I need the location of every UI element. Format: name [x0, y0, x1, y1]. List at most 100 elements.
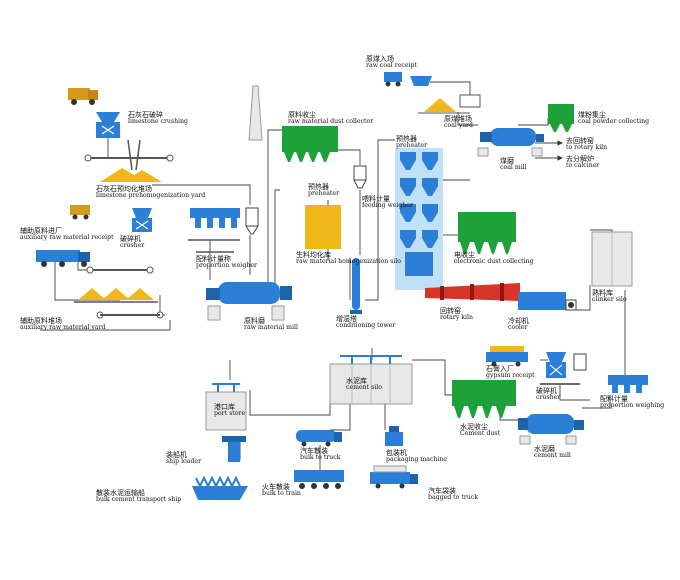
label-preheater-small: 预热器 preheater — [308, 183, 339, 198]
label-preheater-small-zh: 预热器 — [308, 183, 329, 191]
label-cooler-en: cooler — [508, 324, 528, 332]
label-bulk-ship-zh: 散装水泥运输船 — [96, 489, 145, 497]
label-ship-loader-zh: 装船机 — [166, 451, 187, 459]
label-coal-yard-zh: 原煤堆场 — [444, 115, 472, 123]
label-coal-powder-zh: 煤粉集尘 — [578, 111, 606, 119]
label-feeding-weigher-en: feeding weigher — [362, 202, 413, 210]
gypsum-conveyor — [540, 353, 587, 385]
label-cement-mill: 水泥磨 cement mill — [534, 445, 571, 460]
label-limestone-yard-zh: 石灰石预均化堆场 — [96, 185, 152, 193]
aux-conveyor — [86, 266, 154, 274]
label-raw-mill-en: raw material mill — [244, 324, 298, 332]
label-esp-en: electronic dust collecting — [454, 258, 534, 266]
limestone-pile — [100, 168, 162, 182]
label-cement-silo-en: cement silo — [346, 384, 382, 392]
packaging-machine — [385, 426, 403, 446]
label-coal-powder: 煤粉集尘 coal powder collecting — [578, 111, 650, 126]
label-bagged-truck-en: bagged to truck — [428, 494, 478, 502]
label-raw-mill: 原料磨 raw material mill — [244, 317, 298, 332]
label-raw-dust: 原料收尘 raw material dust collector — [288, 111, 374, 126]
cement-silo — [329, 355, 413, 405]
label-proportion-weigher-en: proportion weigher — [196, 262, 257, 270]
label-proportion-weigher: 配料计量称 proportion weigher — [196, 255, 257, 270]
limestone-crusher — [96, 112, 120, 138]
rotary-kiln — [425, 283, 520, 301]
label-raw-coal: 原煤入场 raw coal receipt — [366, 55, 417, 70]
label-preheater-main-zh: 预热器 — [396, 135, 417, 143]
conditioning-tower — [350, 258, 362, 314]
raw-mill — [206, 282, 292, 321]
cement-mill — [518, 414, 584, 445]
label-esp: 电收尘 electronic dust collecting — [454, 251, 534, 266]
chimney — [248, 85, 263, 141]
bulk-train — [294, 470, 344, 489]
label-rotary-kiln: 回转窑 rotary kiln — [440, 307, 473, 322]
label-bagged-truck-zh: 汽车袋装 — [428, 487, 456, 495]
label-coal-yard-en: coal yard — [444, 122, 473, 130]
label-aux-yard-en: auxiliary raw material yard — [20, 324, 106, 332]
proportion-weighing-hoppers — [608, 375, 648, 393]
label-cond-tower-en: conditioning tower — [336, 322, 396, 330]
bulk-ship — [192, 475, 248, 500]
label-to-kiln-zh: 去回转窑 — [566, 137, 594, 145]
feeding-weigher — [353, 165, 367, 189]
label-prop-weighing-en: proportion weighing — [600, 402, 665, 410]
label-cement-silo-zh: 水泥库 — [346, 377, 367, 385]
label-limestone-crushing: 石灰石破碎 limestone crushing — [128, 111, 188, 126]
coal-yard — [418, 94, 481, 114]
label-cond-tower-zh: 增湿塔 — [336, 315, 357, 323]
label-aux-yard-zh: 辅助原料堆场 — [20, 317, 62, 325]
label-rotary-kiln-zh: 回转窑 — [440, 307, 461, 315]
label-coal-yard: 原煤堆场 coal yard — [444, 115, 473, 130]
port-store — [205, 383, 247, 431]
limestone-conveyor — [84, 139, 174, 171]
label-aux-receipt-zh: 辅助原料进厂 — [20, 227, 62, 235]
ship-loader — [222, 436, 246, 462]
label-bulk-train: 火车散装 bulk to train — [262, 483, 301, 498]
label-coal-mill: 煤磨 coal mill — [500, 157, 527, 172]
label-cement-mill-zh: 水泥磨 — [534, 445, 555, 453]
preheater-tower — [395, 148, 443, 290]
label-gypsum-zh: 石膏入厂 — [486, 365, 514, 373]
label-feeding-weigher-zh: 喂料计量 — [362, 195, 390, 203]
label-homo-silo-zh: 生料均化库 — [296, 251, 331, 259]
label-port-store-en: port store — [214, 410, 246, 418]
aux-yard-piles — [74, 288, 164, 319]
label-cement-silo: 水泥库 cement silo — [346, 377, 382, 392]
gypsum-crusher — [546, 352, 566, 378]
label-bulk-ship-en: bulk cement transport ship — [96, 496, 182, 504]
limestone-truck — [68, 88, 98, 105]
label-crusher-left-en: crusher — [120, 242, 145, 250]
label-crusher-right: 破碎机 crusher — [536, 387, 560, 402]
label-coal-powder-en: coal powder collecting — [578, 118, 650, 126]
label-cement-dust: 水泥收尘 Cement dust — [460, 423, 500, 438]
label-clinker-silo: 熟料库 clinker silo — [592, 289, 627, 304]
aux-truck — [36, 250, 90, 267]
label-to-kiln: 去回转窑 to rotary kiln — [566, 137, 607, 152]
label-aux-yard: 辅助原料堆场 auxiliary raw material yard — [20, 317, 106, 332]
label-homo-silo-en: raw material homogenization silo — [296, 258, 402, 266]
label-clinker-silo-en: clinker silo — [592, 296, 627, 304]
coal-crusher-hopper — [410, 76, 432, 86]
proportion-weigher-hoppers — [188, 207, 259, 253]
coal-truck — [384, 72, 402, 87]
label-ship-loader-en: ship loader — [166, 458, 202, 466]
label-to-calciner-zh: 去分解炉 — [566, 155, 594, 163]
label-gypsum: 石膏入厂 gypsum receipt — [486, 365, 535, 380]
label-raw-dust-en: raw material dust collector — [288, 118, 374, 126]
clinker-silo — [591, 231, 633, 287]
label-cooler-zh: 冷却机 — [508, 317, 529, 325]
cement-dust-collector — [452, 380, 516, 418]
label-port-store: 港口库 port store — [214, 403, 246, 418]
label-feeding-weigher: 喂料计量 feeding weigher — [362, 195, 413, 210]
label-cement-mill-en: cement mill — [534, 452, 571, 460]
label-aux-receipt-en: auxiliary raw material receipt — [20, 234, 114, 242]
label-bulk-ship: 散装水泥运输船 bulk cement transport ship — [96, 489, 182, 504]
label-bulk-truck: 汽车散装 bulk to truck — [300, 447, 341, 462]
label-prop-weighing: 配料计量 proportion weighing — [600, 395, 665, 410]
label-esp-zh: 电收尘 — [454, 251, 475, 259]
label-bulk-truck-en: bulk to truck — [300, 454, 341, 462]
bulk-truck — [296, 430, 342, 447]
label-clinker-silo-zh: 熟料库 — [592, 289, 613, 297]
